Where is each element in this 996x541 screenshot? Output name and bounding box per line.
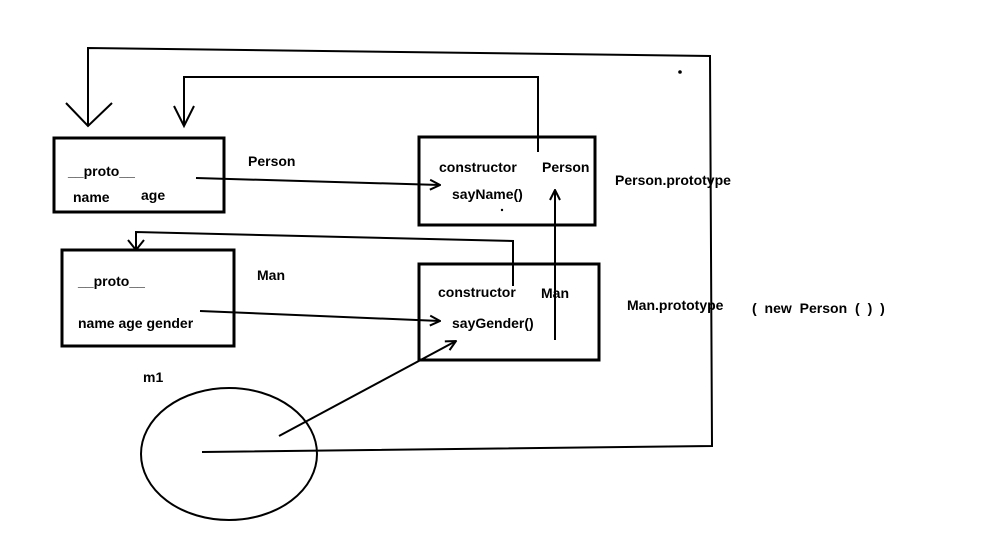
person-prototype-box (417, 135, 597, 227)
man-constructor-arrowhead (127, 239, 145, 252)
man-prototype-constructor-value: Man (541, 285, 569, 301)
m1-caption: m1 (143, 369, 164, 385)
stray-dot (500, 208, 504, 212)
m1-to-man-prototype-arrow (278, 341, 456, 437)
man-instance-props: name age gender (78, 315, 194, 331)
man-to-prototype-arrow (199, 310, 440, 321)
man-prototype-constructor-label: constructor (438, 284, 516, 300)
man-instance-proto-label: __proto__ (78, 273, 145, 289)
stray-dot (678, 70, 682, 74)
person-constructor-link (183, 76, 539, 152)
person-prototype-method: sayName() (452, 186, 523, 202)
man-prototype-box (417, 262, 601, 362)
m1-object-ellipse (140, 387, 318, 521)
man-prototype-caption: Man.prototype (627, 297, 724, 313)
m1-outer-loop-link (87, 46, 714, 453)
person-caption: Person (248, 153, 296, 169)
person-instance-age-prop: age (141, 187, 166, 203)
person-instance-box (52, 136, 226, 214)
person-constructor-arrowhead (173, 105, 195, 129)
person-prototype-caption: Person.prototype (615, 172, 731, 188)
person-instance-proto-label: __proto__ (68, 163, 135, 179)
person-to-prototype-arrow (195, 177, 440, 185)
m1-outer-loop-arrowhead (65, 102, 113, 128)
man-prototype-method: sayGender() (452, 315, 534, 331)
man-constructor-link (135, 230, 514, 286)
man-prototype-note: ( new Person ( ) ) (752, 300, 885, 316)
person-prototype-constructor-value: Person (542, 159, 590, 175)
man-instance-box (60, 248, 236, 348)
person-prototype-constructor-label: constructor (439, 159, 517, 175)
man-caption: Man (257, 267, 285, 283)
person-instance-name-prop: name (73, 189, 110, 205)
